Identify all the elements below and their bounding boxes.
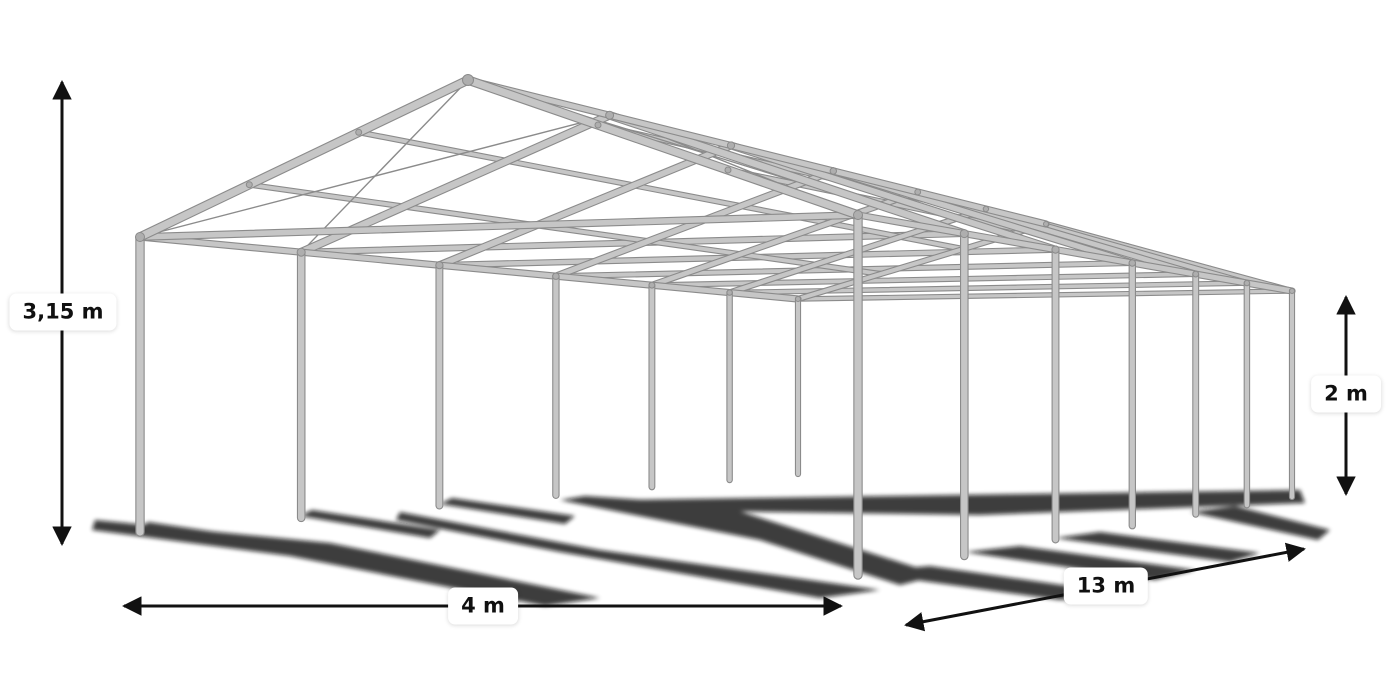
frame-joint [853, 210, 863, 220]
frame-joint [1243, 279, 1251, 287]
frame-joint [726, 141, 736, 150]
shadow-shape [300, 510, 440, 538]
ridge-height-label: 3,15 m [9, 293, 117, 331]
rafter [135, 75, 473, 242]
eave-height-label: 2 m [1311, 375, 1381, 413]
frame-joint [462, 74, 474, 86]
width-label: 4 m [448, 587, 518, 625]
frame-joint [795, 296, 801, 302]
rafter [727, 141, 1060, 254]
frame-joint [605, 110, 615, 120]
frame-joint [1128, 259, 1137, 267]
shadow-shape [92, 520, 600, 606]
frame-joint [648, 281, 656, 289]
frame-joint [296, 247, 306, 257]
frame-joint [724, 166, 732, 174]
frame-joint [982, 205, 990, 213]
frame-joint [914, 188, 922, 196]
frame-joint [829, 167, 837, 175]
shadow-shape [1190, 506, 1330, 540]
rafter [605, 111, 969, 238]
frame-joint [135, 232, 145, 242]
shadow-shape [440, 498, 575, 524]
ridge-beam [464, 76, 1050, 228]
purlin [246, 181, 884, 277]
shadow-shape [560, 496, 940, 585]
eave-beam [854, 211, 1296, 295]
frame-joint [355, 128, 363, 136]
frame-joint [245, 181, 253, 189]
eave-beam [136, 233, 802, 303]
frame-joint [726, 289, 733, 296]
tie-beam [795, 288, 1295, 302]
bracing-wire [300, 79, 469, 253]
frame-joint [1051, 245, 1060, 254]
shadow-shape [396, 512, 880, 598]
frame-joint [1043, 221, 1049, 227]
length-label: 13 m [1063, 567, 1149, 605]
frame-joint [594, 121, 602, 129]
tie-beam [649, 271, 1199, 289]
frame-joint [959, 229, 969, 239]
shadow-shape [140, 522, 270, 548]
front-tie-beam [136, 211, 862, 241]
frame-joint [1289, 288, 1295, 294]
frame-joint [435, 261, 444, 270]
frame-joint [1192, 270, 1200, 278]
rafter [463, 75, 863, 220]
frame-joint [552, 272, 560, 280]
bracing-wire [139, 114, 610, 238]
rafter [435, 141, 735, 270]
